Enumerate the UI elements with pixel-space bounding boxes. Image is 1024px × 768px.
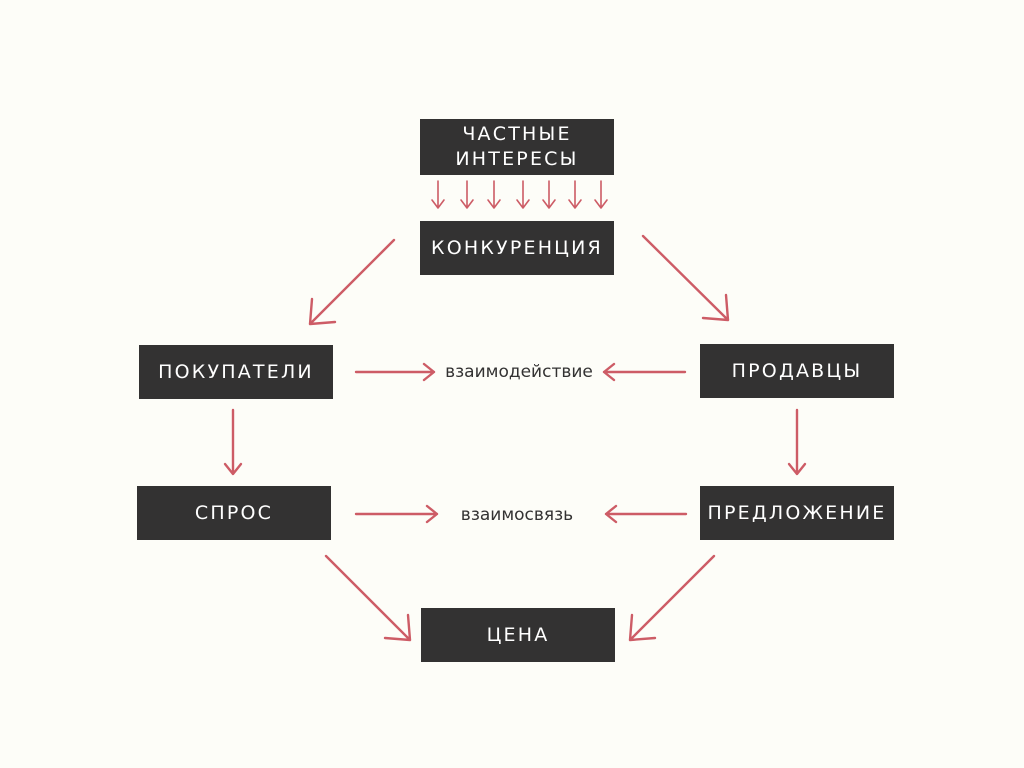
node-competition: КОНКУРЕНЦИЯ	[420, 221, 614, 275]
node-price: ЦЕНА	[421, 608, 615, 662]
small-arrow	[487, 180, 501, 209]
interests-to-competition-arrows	[431, 180, 608, 209]
small-arrow	[460, 180, 474, 209]
arrow-buyers-to-interaction	[354, 362, 436, 382]
arrow-sellers-to-supply	[787, 408, 807, 476]
node-demand: СПРОС	[137, 486, 331, 540]
arrow-competition-to-sellers	[641, 234, 730, 322]
small-arrow	[516, 180, 530, 209]
arrow-demand-to-price	[324, 554, 412, 642]
label-interaction: взаимодействие	[445, 362, 593, 382]
arrow-supply-to-price	[628, 554, 716, 642]
label-interrelation: взаимосвязь	[460, 505, 574, 525]
small-arrow	[594, 180, 608, 209]
arrow-buyers-to-demand	[223, 408, 243, 476]
node-buyers: ПОКУПАТЕЛИ	[139, 345, 333, 399]
small-arrow	[431, 180, 445, 209]
node-private-interests: ЧАСТНЫЕ ИНТЕРЕСЫ	[420, 119, 614, 175]
arrow-sellers-to-interaction	[602, 362, 687, 382]
arrow-supply-to-interrelation	[604, 504, 688, 524]
small-arrow	[568, 180, 582, 209]
arrow-competition-to-buyers	[308, 238, 396, 326]
node-supply: ПРЕДЛОЖЕНИЕ	[700, 486, 894, 540]
arrow-demand-to-interrelation	[354, 504, 439, 524]
small-arrow	[542, 180, 556, 209]
node-sellers: ПРОДАВЦЫ	[700, 344, 894, 398]
